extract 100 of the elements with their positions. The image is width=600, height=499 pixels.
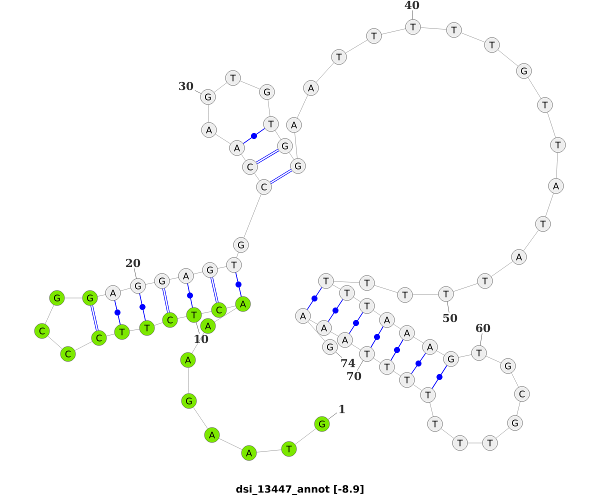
backbone-line (393, 324, 401, 329)
backbone-line (193, 407, 208, 429)
position-number: 10 (194, 334, 208, 344)
backbone-line (268, 99, 270, 117)
backbone-line (188, 368, 190, 394)
backbone-line (218, 438, 242, 450)
backbone-line (345, 40, 368, 54)
leader-line (480, 333, 482, 346)
base-pair-line (348, 312, 364, 334)
backbone-line (453, 283, 478, 292)
backbone-line (430, 402, 434, 417)
backbone-line (177, 316, 187, 319)
position-number: 40 (404, 0, 420, 10)
leader-line (328, 412, 338, 420)
backbone-line (440, 428, 454, 439)
caption: dsi_13447_annot [-8.9] (236, 485, 364, 495)
base-pair-line (256, 148, 280, 164)
backbone-line (129, 329, 140, 331)
backbone-line (215, 134, 231, 144)
backbone-line (528, 77, 542, 99)
backbone-line (486, 356, 502, 364)
base-pair-line (306, 287, 322, 310)
backbone-line (413, 384, 422, 391)
position-number: 20 (126, 258, 140, 268)
leader-line (134, 268, 137, 279)
leader-line (412, 10, 413, 20)
backbone-line (373, 358, 381, 363)
backbone-line (97, 294, 106, 297)
backbone-line (373, 310, 381, 316)
backbone-line (468, 442, 482, 444)
backbone-line (254, 173, 260, 181)
base-pair-line (270, 168, 292, 184)
backbone-line (240, 80, 260, 90)
backbone-line (381, 28, 406, 34)
backbone-line (316, 62, 334, 82)
backbone-line (332, 284, 341, 290)
leader-line (356, 360, 364, 371)
backbone-line (393, 371, 401, 376)
backbone-line (309, 320, 318, 324)
backbone-line (374, 285, 398, 293)
backbone-line (201, 311, 212, 314)
backbone-line (297, 94, 308, 118)
backbone-line (547, 112, 556, 138)
base-pair-line (432, 365, 448, 389)
backbone-line (498, 50, 518, 66)
backbone-line (106, 334, 115, 336)
backbone-line (412, 294, 438, 295)
backbone-line (496, 428, 510, 438)
backbone-line (413, 336, 424, 344)
backbone-line (193, 272, 203, 274)
backbone-line (458, 354, 472, 358)
base-pair-line (370, 326, 384, 348)
base-pair-line (210, 277, 219, 303)
position-number: 60 (476, 324, 490, 332)
backbone-line (436, 350, 445, 356)
backbone-line (351, 344, 361, 350)
backbone-line (217, 266, 227, 269)
backbone-line (294, 132, 298, 159)
base-pair-line (90, 305, 99, 331)
backbone-line (491, 261, 513, 277)
leader-line (196, 322, 200, 334)
base-pair-line (390, 339, 404, 361)
backbone-line (289, 152, 294, 160)
backbone-line (214, 82, 228, 93)
base-pair-line (411, 352, 426, 374)
backbone-line (192, 332, 204, 354)
backbone-line (226, 306, 236, 308)
backbone-line (154, 322, 163, 326)
position-number: 50 (443, 314, 458, 322)
backbone-line (169, 277, 179, 280)
backbone-line (353, 297, 361, 302)
backbone-line (145, 282, 155, 285)
leader-line (194, 90, 202, 94)
position-number: 1 (340, 404, 345, 414)
base-pair-line (139, 293, 146, 321)
backbone-line (294, 428, 316, 445)
backbone-line (330, 332, 339, 336)
backbone-line (256, 450, 282, 452)
backbone-line (308, 322, 326, 342)
backbone-line (236, 252, 239, 258)
base-pair-line (328, 299, 344, 322)
position-number: 74 (341, 358, 356, 368)
backbone-line (120, 288, 131, 292)
backbone-line (556, 152, 558, 178)
base-pair-line (187, 283, 193, 308)
base-pair-line (242, 128, 266, 144)
backbone-line (511, 372, 519, 388)
backbone-line (274, 130, 282, 140)
backbone-line (523, 230, 539, 251)
backbone-line (545, 193, 554, 217)
leader-line (336, 352, 342, 358)
leader-line (447, 301, 450, 313)
position-number: 30 (179, 82, 194, 90)
backbone-line (241, 154, 246, 161)
position-number: 70 (347, 372, 362, 380)
backbone-line (460, 32, 486, 42)
backbone-line (334, 281, 360, 283)
backbone-line (420, 27, 447, 30)
backbone-line (516, 401, 520, 416)
backbone-line (44, 304, 54, 324)
